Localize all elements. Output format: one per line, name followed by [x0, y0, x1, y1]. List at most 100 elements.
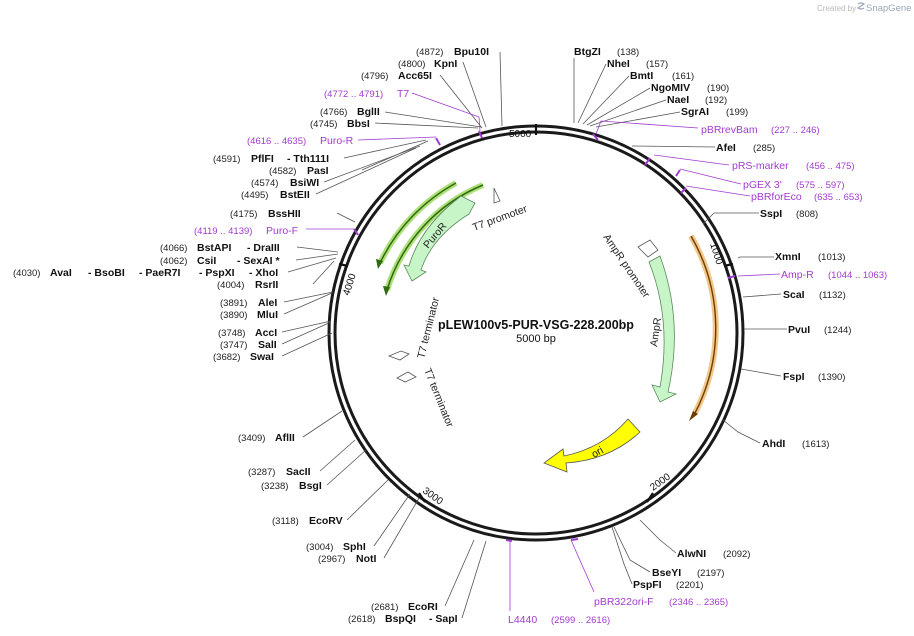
site-label-csii: CsiI	[197, 255, 216, 267]
primer-range-l4440: (2599 .. 2616)	[551, 615, 610, 626]
site-pos-ecorv: (3118)	[272, 516, 299, 527]
site-pos-scai: (1132)	[819, 290, 846, 301]
tick-2000	[646, 492, 654, 503]
orf-green-arrow-outer	[376, 180, 458, 269]
site-label-sacii: SacII	[286, 466, 311, 478]
plasmid-size: 5000 bp	[516, 333, 556, 345]
site-label-bseyi: BseYI	[652, 567, 681, 579]
primer-label-puro-r: Puro-R	[320, 135, 354, 147]
site-label-fspi: FspI	[783, 371, 805, 383]
site-pos-bsshii: (4175)	[230, 209, 257, 220]
site-pos-bsteii: (4495)	[241, 190, 268, 201]
site-pos-xmni: (1013)	[818, 252, 845, 263]
site-label-sphi: SphI	[343, 541, 366, 553]
site-pos-aflii: (3409)	[238, 433, 265, 444]
site-pos-sspi: (808)	[796, 209, 818, 220]
site-label-bsiwi: BsiWI	[290, 177, 319, 189]
primer-marker-pgex3	[675, 169, 681, 177]
primer-marker-amp-r	[727, 275, 736, 279]
primer-markers	[353, 130, 736, 542]
primer-range-t7: (4772 .. 4791)	[324, 89, 383, 100]
site-label-acci: AccI	[255, 327, 277, 339]
site-label-pasi: PasI	[307, 165, 329, 177]
site-pos-sgrai: (199)	[726, 107, 748, 118]
site-pos-bpu10i: (4872)	[416, 47, 443, 58]
primer-marker-l4440	[505, 539, 513, 542]
feature-label-ampr-promoter: AmpR promoter	[601, 232, 653, 301]
site-pos-afei: (285)	[753, 143, 775, 154]
site-pos-sphi: (3004)	[306, 542, 333, 553]
feature-t7-terminator-1	[387, 350, 410, 361]
primer-marker-puro-r	[435, 137, 441, 146]
feature-ampr	[648, 255, 678, 403]
primer-range-puro-r: (4616 .. 4635)	[247, 136, 306, 147]
site-label-bsshii: BssHII	[268, 208, 301, 220]
primer-range-puro-f: (4119 .. 4139)	[194, 226, 252, 237]
site-pos-rsrii: (4004)	[217, 280, 244, 291]
feature-ampr-promoter	[637, 239, 659, 258]
site-label-scai: ScaI	[783, 289, 805, 301]
site-label-bglii: BglII	[357, 106, 380, 118]
site-label-paer7i: - PaeR7I	[139, 267, 181, 279]
site-label-bsobi: - BsoBI	[88, 267, 125, 279]
feature-puror	[403, 195, 476, 282]
tick-label-5000: 5000	[509, 129, 532, 140]
site-label-sspi: SspI	[760, 208, 782, 220]
primer-label-t7: T7	[397, 88, 409, 100]
site-label-noti: NotI	[356, 553, 376, 565]
site-label-bspqi: BspQI	[385, 613, 416, 625]
primer-label-l4440: L4440	[508, 614, 537, 626]
primer-range-pgex3: (575 .. 597)	[796, 180, 845, 191]
snapgene-logo-icon	[856, 2, 866, 10]
site-pos-alei: (3891)	[220, 298, 247, 309]
site-pos-acci: (3748)	[218, 328, 245, 339]
site-pos-acc65i: (4796)	[361, 71, 388, 82]
site-pos-noti: (2967)	[318, 554, 345, 565]
site-label-tth111i: - Tth111I	[287, 153, 329, 165]
site-pos-bseyi: (2197)	[697, 568, 724, 579]
tick-marks	[338, 124, 734, 503]
site-pos-ecori: (2681)	[371, 602, 398, 613]
site-label-swai: SwaI	[250, 351, 274, 363]
primer-label-puro-f: Puro-F	[266, 225, 298, 237]
primer-range-pbrforeco: (635 .. 653)	[814, 192, 863, 203]
feature-ori	[543, 418, 641, 473]
site-pos-bstapi: (4066)	[160, 243, 187, 254]
feature-label-t7-terminator-2: T7 terminator	[421, 367, 456, 430]
feature-t7-promoter	[493, 187, 501, 204]
tick-4000	[338, 262, 349, 268]
site-label-sexai: - SexAI *	[237, 255, 281, 267]
site-label-afei: AfeI	[716, 142, 736, 154]
site-pos-naei: (192)	[705, 95, 727, 106]
tick-1000	[723, 262, 734, 268]
site-label-ecorv: EcoRV	[309, 515, 343, 527]
site-label-pflfi: PflFI	[251, 153, 274, 165]
site-pos-alwni: (2092)	[723, 549, 750, 560]
site-label-acc65i: Acc65I	[398, 70, 432, 82]
site-pos-bbsi: (4745)	[310, 119, 337, 130]
site-label-sapi: - SapI	[429, 613, 458, 625]
site-label-pvui: PvuI	[788, 324, 810, 336]
site-label-ngomiv: NgoMIV	[651, 82, 690, 94]
primer-range-amp-r: (1044 .. 1063)	[828, 270, 887, 281]
site-pos-ngomiv: (190)	[707, 83, 729, 94]
plasmid-name: pLEW100v5-PUR-VSG-228.200bp	[438, 318, 634, 332]
site-pos-mlui: (3890)	[220, 310, 247, 321]
primer-marker-t7	[478, 130, 483, 139]
site-label-aflii: AflII	[275, 432, 295, 444]
site-label-bsteii: BstEII	[280, 189, 310, 201]
site-label-bmti: BmtI	[630, 70, 653, 82]
site-label-sali: SalI	[258, 339, 277, 351]
site-label-rsrii: RsrII	[255, 279, 278, 291]
site-pos-pasi: (4582)	[269, 166, 296, 177]
primer-marker-puro-f	[353, 228, 359, 236]
site-pos-pvui: (1244)	[824, 325, 851, 336]
site-label-bstapi: BstAPI	[197, 242, 232, 254]
site-pos-nhei: (157)	[646, 59, 668, 70]
primer-marker-prs-marker	[644, 157, 651, 166]
site-pos-bsiwi: (4574)	[251, 178, 278, 189]
created-by-text: Created by	[817, 4, 856, 13]
primer-label-pgex3: pGEX 3'	[743, 179, 782, 191]
site-label-pspxi: - PspXI	[199, 267, 235, 279]
